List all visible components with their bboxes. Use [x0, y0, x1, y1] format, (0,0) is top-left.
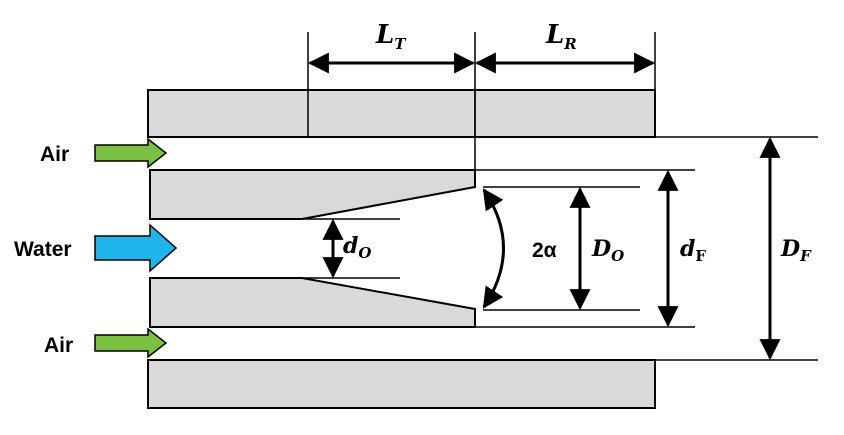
df-small-label: dF	[680, 236, 706, 265]
inner-bottom-wall	[149, 277, 476, 328]
do-large-label: DO	[591, 236, 624, 265]
do-small-label: dO	[343, 233, 371, 262]
walls	[147, 89, 656, 409]
air-top-arrow	[94, 137, 168, 169]
lt-label: LT	[375, 20, 407, 53]
water-label: Water	[14, 238, 72, 261]
df-large-label: DF	[780, 236, 812, 265]
lr-label: LR	[545, 20, 577, 53]
angle-arc-arrow	[482, 188, 505, 309]
air-bottom-arrow	[94, 327, 168, 359]
flow-arrows	[94, 137, 178, 359]
outer-top-wall	[147, 89, 656, 138]
two-alpha-label: 2α	[532, 239, 557, 262]
water-arrow	[94, 223, 178, 273]
inner-top-wall	[149, 169, 476, 220]
outer-bottom-wall	[147, 359, 656, 409]
dimension-arrows	[307, 52, 781, 361]
air-bottom-label: Air	[44, 334, 73, 357]
air-top-label: Air	[40, 143, 69, 166]
